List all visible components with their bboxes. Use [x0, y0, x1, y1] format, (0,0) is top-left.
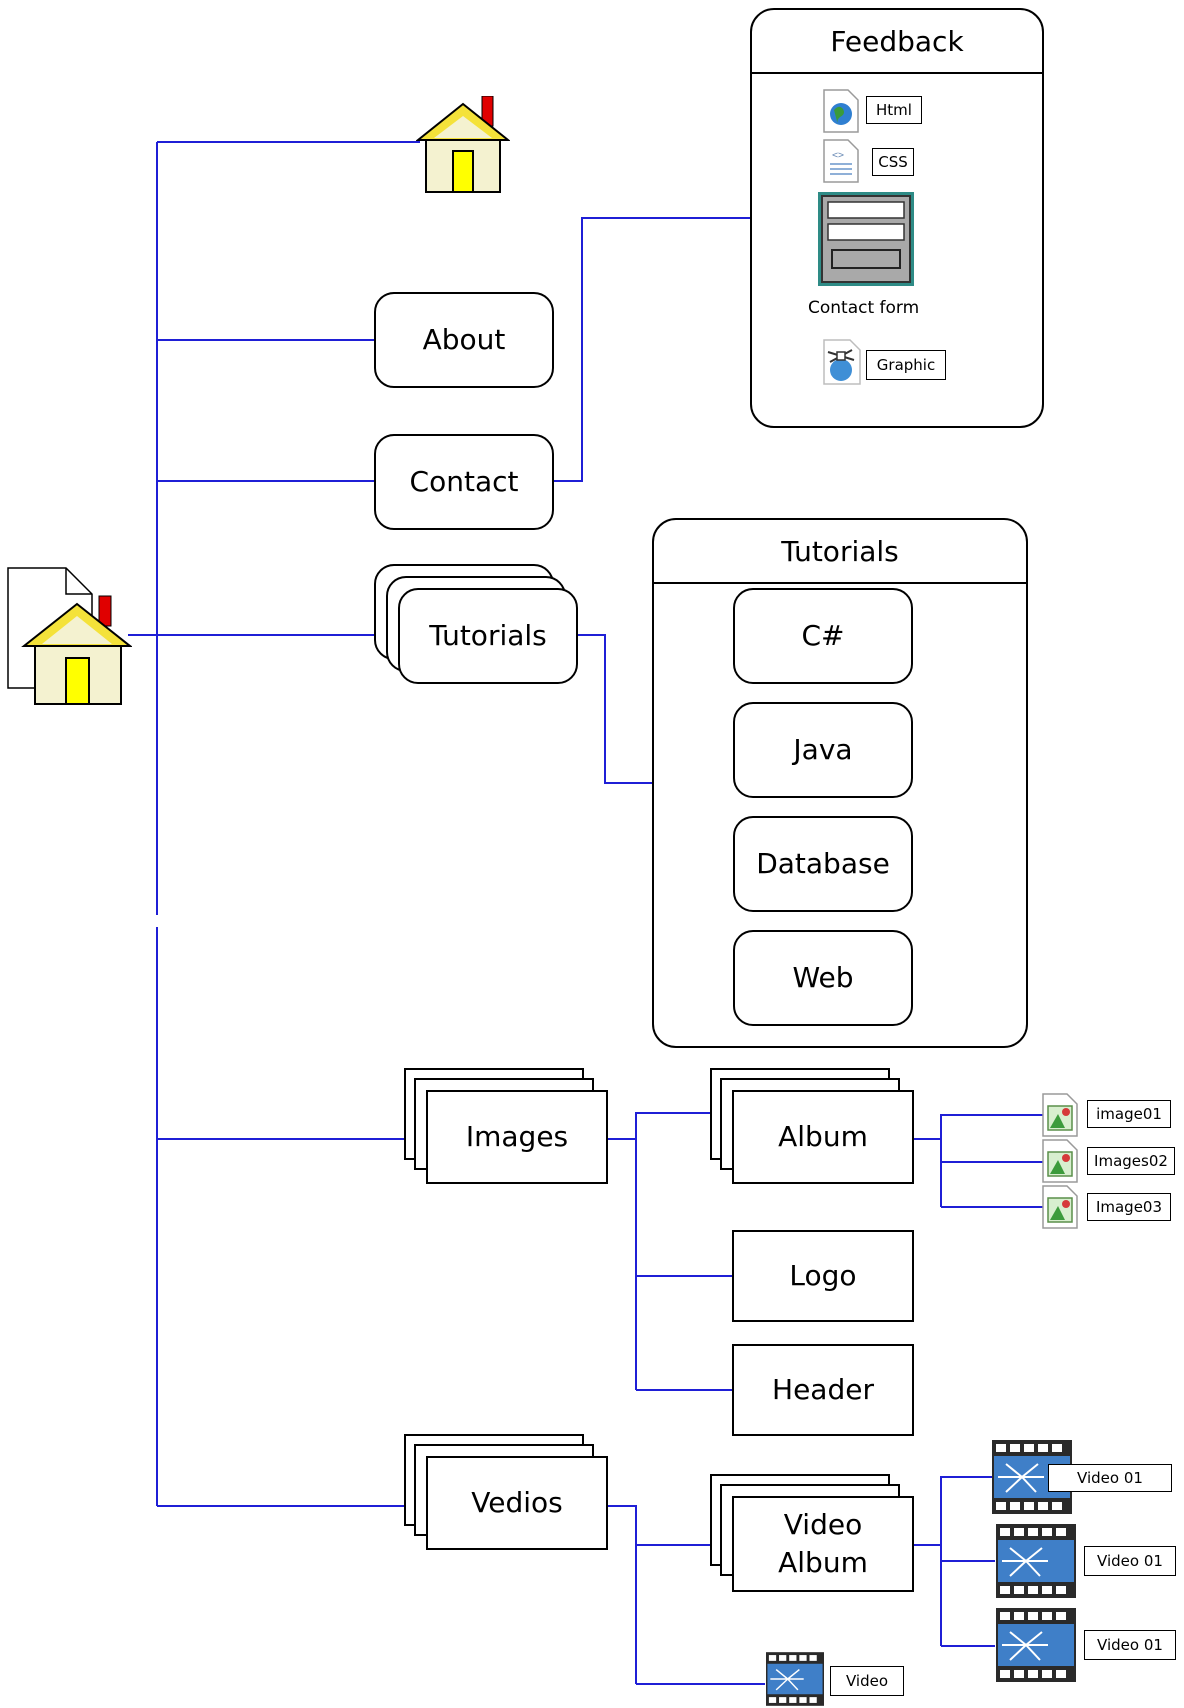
graphic-tag: Graphic	[866, 350, 946, 380]
album-image-tag: image01	[1087, 1100, 1171, 1128]
video-item-tag: Video 01	[1048, 1464, 1172, 1492]
logo-node[interactable]: Logo	[732, 1230, 914, 1322]
graphic-icon	[823, 339, 861, 385]
video-album-node[interactable]: Video Album	[732, 1496, 914, 1592]
video-tag: Video	[830, 1666, 904, 1696]
contact-label: Contact	[409, 465, 519, 498]
image-file-icon	[1042, 1185, 1078, 1229]
album-node[interactable]: Album	[732, 1090, 914, 1184]
vedios-node[interactable]: Vedios	[426, 1456, 608, 1550]
home-icon	[416, 96, 510, 193]
album-label: Album	[778, 1120, 868, 1153]
contact-form-icon	[818, 192, 914, 286]
tutorials-label: Tutorials	[429, 619, 547, 652]
album-image-tag: Image03	[1087, 1193, 1171, 1221]
tutorial-item-label: Java	[793, 733, 853, 766]
about-node[interactable]: About	[374, 292, 554, 388]
css-tag: CSS	[872, 148, 914, 176]
album-image-tag: Images02	[1087, 1147, 1175, 1175]
tutorials-panel-title: Tutorials	[654, 520, 1026, 584]
vedios-label: Vedios	[471, 1486, 563, 1519]
video-item-tag: Video 01	[1084, 1546, 1176, 1576]
feedback-panel-title: Feedback	[752, 10, 1042, 74]
image-file-icon	[1042, 1093, 1078, 1137]
video-film-icon	[996, 1524, 1076, 1598]
header-node[interactable]: Header	[732, 1344, 914, 1436]
video-film-icon	[766, 1652, 824, 1706]
tutorial-item-label: Web	[792, 961, 854, 994]
header-label: Header	[772, 1373, 874, 1406]
tutorials-panel-gap	[654, 915, 1026, 927]
images-label: Images	[465, 1120, 569, 1153]
tutorial-item-web[interactable]: Web	[733, 930, 913, 1026]
video-film-icon	[996, 1608, 1076, 1682]
tutorial-item-label: C#	[801, 619, 845, 652]
logo-label: Logo	[789, 1259, 857, 1292]
image-file-icon	[1042, 1139, 1078, 1183]
images-node[interactable]: Images	[426, 1090, 608, 1184]
video-album-label: Video Album	[778, 1508, 868, 1579]
tutorial-item-java[interactable]: Java	[733, 702, 913, 798]
html-file-icon	[823, 89, 859, 133]
tutorial-item-database[interactable]: Database	[733, 816, 913, 912]
home-page-icon	[7, 567, 132, 705]
about-label: About	[422, 323, 506, 356]
tutorial-item-label: Database	[756, 847, 890, 880]
tutorials-node[interactable]: Tutorials	[398, 588, 578, 684]
contact-node[interactable]: Contact	[374, 434, 554, 530]
svg-text:<>: <>	[832, 150, 844, 161]
tutorial-item-csharp[interactable]: C#	[733, 588, 913, 684]
css-file-icon: <>	[823, 139, 859, 183]
html-tag: Html	[866, 96, 922, 124]
video-item-tag: Video 01	[1084, 1630, 1176, 1660]
contact-form-caption: Contact form	[808, 298, 920, 318]
